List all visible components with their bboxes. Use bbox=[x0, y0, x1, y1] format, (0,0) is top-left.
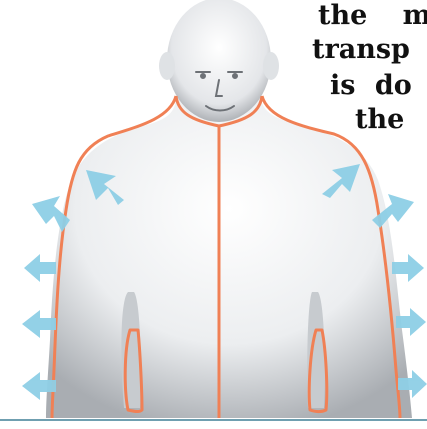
left-ear bbox=[159, 52, 175, 80]
body-text-line-2: transp bbox=[312, 36, 410, 63]
head bbox=[167, 0, 271, 122]
right-ear bbox=[263, 52, 279, 80]
body-silhouette bbox=[46, 96, 412, 418]
body-text-line-3: is do bbox=[330, 72, 412, 99]
body-text-line-4: the bbox=[355, 106, 404, 133]
arrow-icon bbox=[24, 254, 56, 282]
arrow-icon bbox=[392, 254, 424, 282]
body-text-line-1: the m bbox=[318, 2, 427, 29]
